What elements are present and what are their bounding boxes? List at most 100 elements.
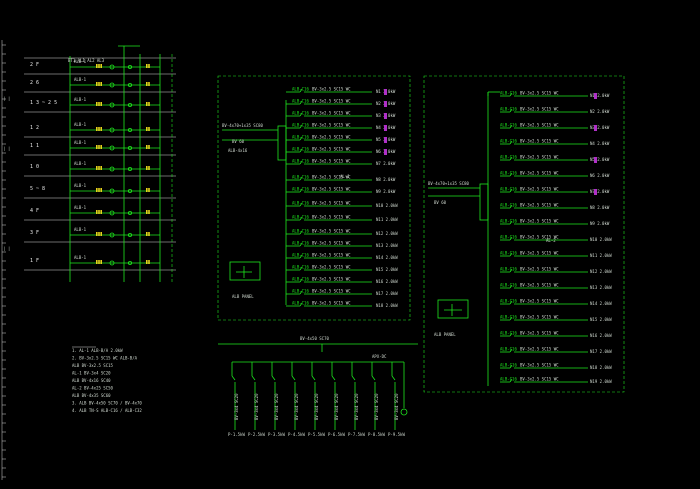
cable-spec: BV-3x2.5 SC15 WC	[520, 107, 559, 112]
cable-spec: BV-3x2.5 SC15 WC	[520, 235, 559, 240]
cable-spec: BV-4x50 SC70	[300, 336, 329, 341]
cable-spec: BV-3x2.5 SC15 WC	[312, 175, 351, 180]
panel-left-frame	[217, 75, 411, 321]
branch-switch	[299, 216, 303, 221]
bottom-switch	[311, 375, 316, 381]
circuit-code: ALB-C16	[500, 251, 517, 256]
branch-switch	[299, 230, 303, 235]
load-spec: N7 2.0kW	[590, 189, 610, 194]
meter-symbol	[98, 64, 100, 68]
meter-symbol	[146, 82, 148, 86]
cable-spec: BV-3x2.5 SC15 WC	[520, 267, 559, 272]
border-mark: | |	[3, 246, 10, 251]
cable-spec: BV-3x2.5 SC15 WC	[520, 171, 559, 176]
breaker-symbol	[384, 137, 387, 143]
breaker-symbol	[109, 64, 115, 70]
branch-switch	[299, 202, 303, 207]
breaker-symbol	[594, 189, 597, 195]
breaker-symbol	[109, 145, 115, 151]
equipment-tag: ALB-1	[74, 77, 87, 82]
cable-spec: BV-3x2.5 SC15 WC	[312, 187, 351, 192]
load-spec: N8 2.0kW	[376, 177, 396, 182]
breaker-symbol	[109, 102, 115, 108]
load-spec: N10 2.0kW	[590, 237, 612, 242]
branch-switch	[509, 252, 513, 257]
meter-symbol	[98, 166, 100, 170]
load-spec: N8 2.0kW	[590, 205, 610, 210]
cable-spec: BV-3x4 SC20	[314, 393, 319, 420]
meter-symbol	[148, 166, 150, 170]
bottom-switch	[371, 375, 376, 381]
cable-spec: BV-3x2.5 SC15 WC	[520, 299, 559, 304]
cable-spec: BV-3x2.5 SC15 WC	[520, 123, 559, 128]
meter-symbol	[96, 145, 98, 149]
meter-symbol	[96, 210, 98, 214]
meter-symbol	[96, 82, 98, 86]
breaker-symbol	[109, 166, 115, 172]
equipment-tag: ALB-1	[74, 122, 87, 127]
cable-spec: BV-3x2.5 SC15 WC	[312, 159, 351, 164]
load-spec: N10 2.0kW	[376, 203, 398, 208]
breaker-symbol	[109, 260, 115, 266]
meter-symbol	[146, 64, 148, 68]
breaker-symbol	[127, 65, 132, 70]
load-spec: N13 2.0kW	[376, 243, 398, 248]
cable-spec: BV-3x4 SC20	[354, 393, 359, 420]
panel-tag: ALB PANEL	[434, 332, 456, 337]
branch-switch	[509, 378, 513, 383]
branch-switch	[299, 254, 303, 259]
floor-label: 1 2	[30, 125, 40, 131]
load-spec: N1 2.0kW	[590, 93, 610, 98]
cable-spec: BV-3x2.5 SC15 WC	[520, 331, 559, 336]
breaker-symbol	[127, 166, 132, 171]
cable-spec: BV-3x2.5 SC15 WC	[520, 91, 559, 96]
meter-symbol	[100, 188, 102, 192]
branch-switch	[299, 148, 303, 153]
circuit-code: ALB-C16	[500, 235, 517, 240]
meter-symbol	[100, 127, 102, 131]
border-mark: | |	[3, 96, 10, 101]
breaker-symbol	[384, 101, 387, 107]
load-spec: N17 2.0kW	[376, 291, 398, 296]
load-spec: P-2.5kW	[248, 432, 265, 437]
branch-switch	[509, 140, 513, 145]
circuit-code: ALB-C16	[500, 107, 517, 112]
floor-label: 1 3 ~ 2 5	[30, 100, 58, 106]
meter-symbol	[146, 188, 148, 192]
cable-spec: BV-3x2.5 SC15 WC	[312, 99, 351, 104]
floor-label: 3 F	[30, 230, 40, 236]
circuit-code: ALB-C16	[500, 155, 517, 160]
breaker-symbol	[384, 125, 387, 131]
breaker-symbol	[127, 188, 132, 193]
load-spec: P-7.5kW	[348, 432, 365, 437]
main-breaker	[479, 183, 489, 221]
cable-spec: BV-3x2.5 SC15 WC	[312, 135, 351, 140]
circuit-code: ALB-C16	[292, 175, 309, 180]
cable-spec: BV-3x4 SC20	[254, 393, 259, 420]
meter-symbol	[100, 260, 102, 264]
equipment-tag: BT1 AL1 AL2 AL3	[68, 58, 105, 63]
load-spec: N15 2.0kW	[590, 317, 612, 322]
meter-symbol	[148, 260, 150, 264]
floor-label: 1 F	[30, 258, 40, 264]
breaker-symbol	[384, 149, 387, 155]
circuit-code: ALB-C16	[500, 187, 517, 192]
bottom-switch	[331, 375, 336, 381]
circuit-code: ALB-C16	[292, 215, 309, 220]
note-line: AL-1 BV-3x4 SC20	[72, 371, 111, 376]
circuit-code: ALB-C16	[292, 123, 309, 128]
cable-spec: BV 60	[232, 139, 245, 144]
branch-switch	[509, 92, 513, 97]
meter-symbol	[148, 232, 150, 236]
circuit-code: ALB-C16	[292, 147, 309, 152]
branch-switch	[509, 188, 513, 193]
note-line: ALB BV-3x2.5 SC15	[72, 363, 114, 368]
floor-label: 1 1	[30, 143, 40, 149]
meter-symbol	[146, 210, 148, 214]
load-spec: N17 2.0kW	[590, 349, 612, 354]
cable-spec: BV-3x2.5 SC15 WC	[312, 215, 351, 220]
meter-symbol	[96, 232, 98, 236]
branch-switch	[299, 266, 303, 271]
breaker-symbol	[594, 157, 597, 163]
bottom-switch	[251, 375, 256, 381]
